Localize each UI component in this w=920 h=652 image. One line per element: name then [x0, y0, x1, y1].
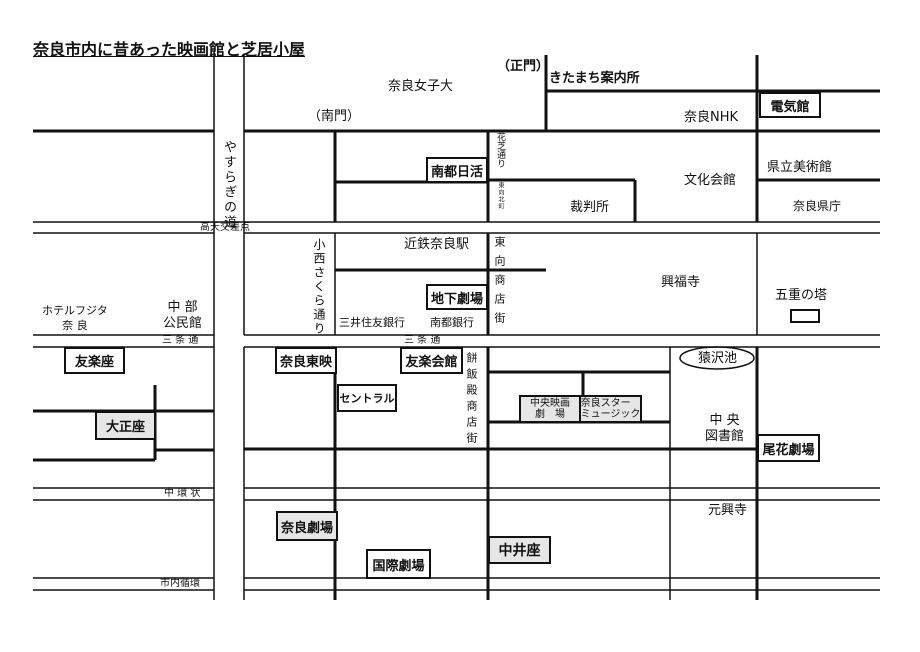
- landmark-bijutsukan: 県立美術館: [767, 160, 833, 175]
- landmark-sarusawa: 猿沢池: [698, 351, 738, 366]
- landmark-kencho: 奈良県庁: [793, 199, 842, 213]
- road-label-mochiidono: 餅飯殿商店街: [465, 352, 478, 448]
- theater-nara-gekijo: 奈良劇場: [276, 511, 338, 541]
- theater-central: セントラル: [337, 384, 397, 412]
- landmark-nanmon: （南門）: [308, 109, 361, 124]
- landmark-chubu-kominkan: 中 部 公民館: [163, 300, 203, 331]
- road-label-konishi: 小西さくら通り: [312, 238, 326, 336]
- sarusawa-pond-outline: [679, 346, 755, 370]
- landmark-seimon: （正門）: [497, 59, 550, 74]
- theater-taishoza: 大正座: [95, 411, 156, 440]
- road-label-yasuragi: やすらぎの道: [221, 140, 236, 230]
- road-label-higashimuki-kita: 東向北町: [497, 182, 504, 210]
- theater-denkikan: 電気館: [759, 92, 821, 118]
- landmark-saibansho: 裁判所: [570, 200, 610, 215]
- landmark-kintetsu: 近鉄奈良駅: [404, 237, 470, 252]
- theater-chuo-eiga: 中央映画 劇 場: [519, 395, 581, 423]
- road-label-hanashiba: 花芝通り: [495, 132, 505, 168]
- theater-nara-toei: 奈良東映: [275, 347, 337, 374]
- map-title: 奈良市内に昔あった映画館と芝居小屋: [33, 40, 306, 59]
- landmark-nhk: 奈良NHK: [684, 110, 739, 125]
- landmark-joshidai: 奈良女子大: [388, 79, 454, 94]
- road-label-naka-kanjo: 中 環 状: [164, 488, 201, 499]
- theater-nara-star: 奈良スター ミュージック: [579, 395, 642, 423]
- road-label-sanjo-left: 三 条 通: [162, 335, 199, 346]
- pagoda-marker: [790, 309, 820, 323]
- theater-chika-gekijo: 地下劇場: [426, 284, 488, 310]
- road-label-takaten: 高天交差点: [200, 222, 250, 233]
- landmark-gojunoto: 五重の塔: [775, 288, 828, 303]
- landmark-mitsui-bank: 三井住友銀行: [339, 316, 405, 329]
- road-label-shinai-junkan: 市内循環: [160, 578, 200, 589]
- theater-nanto-nikkatsu: 南都日活: [426, 157, 488, 183]
- road-label-higashimuki: 東向商店街: [493, 236, 506, 331]
- landmark-gangoji: 元興寺: [708, 503, 748, 518]
- landmark-nanto-bank: 南都銀行: [430, 316, 474, 329]
- landmark-library: 中 央 図書館: [705, 413, 745, 444]
- theater-yurakuza: 友楽座: [64, 347, 125, 374]
- road-label-sanjo-mid: 三 条 通: [404, 335, 441, 346]
- landmark-hotel-fujita: ホテルフジタ 奈 良: [42, 304, 108, 333]
- landmark-bunka: 文化会館: [684, 173, 737, 188]
- theater-nakaiza: 中井座: [488, 536, 551, 564]
- theater-kokusai: 国際劇場: [366, 549, 431, 579]
- landmark-kitamachi: きたまち案内所: [549, 71, 640, 86]
- theater-yuraku-kaikan: 友楽会館: [400, 347, 463, 374]
- landmark-kofukuji: 興福寺: [661, 275, 701, 290]
- theater-obana: 尾花劇場: [757, 434, 820, 462]
